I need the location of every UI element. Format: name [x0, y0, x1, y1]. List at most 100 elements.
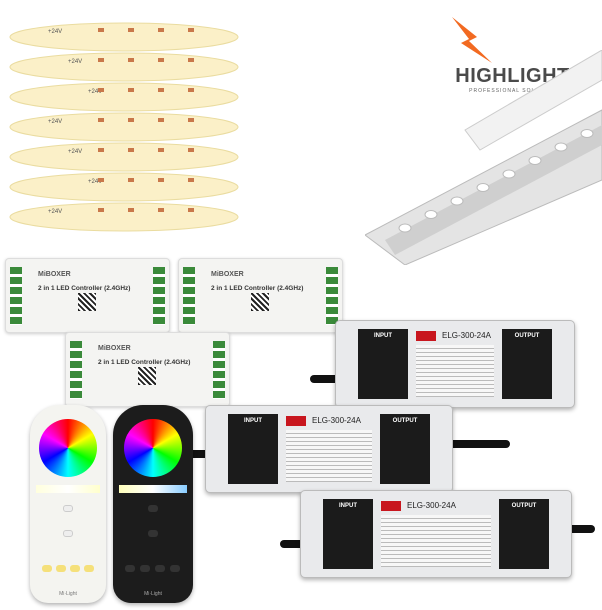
copper-pad: [158, 58, 164, 62]
copper-pad: [128, 88, 134, 92]
zone-button: [155, 565, 165, 572]
terminal-block: [183, 267, 195, 325]
qr-code-icon: [78, 293, 96, 311]
cable: [440, 440, 510, 448]
cable: [280, 540, 310, 548]
voltage-marking: +24V: [48, 119, 62, 125]
led-controller: MiBOXER 2 in 1 LED Controller (2.4GHz): [65, 332, 230, 407]
controller-brand: MiBOXER: [98, 345, 131, 352]
led-controller: MiBOXER 2 in 1 LED Controller (2.4GHz): [178, 258, 343, 333]
voltage-marking: +24V: [48, 29, 62, 35]
psu-model: ELG-300-24A: [442, 331, 491, 340]
copper-pad: [98, 208, 104, 212]
copper-pad: [98, 28, 104, 32]
controller-title: 2 in 1 LED Controller (2.4GHz): [38, 285, 131, 292]
copper-pad: [128, 178, 134, 182]
psu-spec-label: [416, 345, 494, 397]
copper-pad: [188, 208, 194, 212]
remote-button: [148, 530, 158, 537]
voltage-marking: +24V: [88, 179, 102, 185]
mounting-hole: [502, 169, 516, 179]
zone-button: [140, 565, 150, 572]
copper-pad: [128, 28, 134, 32]
zone-button: [42, 565, 52, 572]
aluminium-profile: [364, 49, 602, 266]
voltage-marking: +24V: [88, 89, 102, 95]
copper-pad: [158, 118, 164, 122]
color-wheel-icon: [124, 419, 182, 477]
copper-pad: [158, 208, 164, 212]
color-wheel-icon: [39, 419, 97, 477]
black-remote: Mi·Light: [113, 405, 193, 603]
led-strip-coil: [9, 142, 239, 172]
copper-pad: [128, 208, 134, 212]
led-strip-coil: [9, 112, 239, 142]
led-strip-coil: [9, 22, 239, 52]
remote-button: [63, 530, 73, 537]
led-strip-reel: +24V +24V +24V +24V +24V +24V +24V: [8, 15, 240, 240]
remote-brand: Mi·Light: [59, 591, 77, 597]
power-supply: INPUT ELG-300-24A OUTPUT: [205, 405, 453, 493]
led-strip-coil: [9, 52, 239, 82]
mounting-hole: [450, 196, 464, 206]
copper-pad: [158, 28, 164, 32]
psu-output-label: OUTPUT: [499, 499, 549, 569]
highlight-logo: HIGHLIGHT PROFESSIONAL SOLUTION: [425, 15, 600, 105]
logo-brand: HIGHLIGHT: [455, 65, 570, 87]
zone-button: [56, 565, 66, 572]
led-strip-coil: [9, 82, 239, 112]
psu-model: ELG-300-24A: [407, 501, 456, 510]
copper-pad: [98, 88, 104, 92]
zone-button: [84, 565, 94, 572]
zone-button: [125, 565, 135, 572]
copper-pad: [128, 118, 134, 122]
meanwell-logo: [416, 331, 436, 341]
terminal-block: [326, 267, 338, 325]
qr-code-icon: [138, 367, 156, 385]
mounting-hole: [580, 129, 594, 138]
copper-pad: [128, 148, 134, 152]
mounting-hole: [476, 183, 490, 192]
terminal-block: [213, 341, 225, 399]
meanwell-logo: [381, 501, 401, 511]
meanwell-logo: [286, 416, 306, 426]
psu-input-label: INPUT: [323, 499, 373, 569]
power-supply: INPUT ELG-300-24A OUTPUT: [335, 320, 575, 408]
terminal-block: [70, 341, 82, 399]
controller-title: 2 in 1 LED Controller (2.4GHz): [98, 359, 191, 366]
led-strip-coil: [9, 172, 239, 202]
psu-output-label: OUTPUT: [380, 414, 430, 484]
copper-pad: [188, 58, 194, 62]
copper-pad: [98, 58, 104, 62]
terminal-block: [153, 267, 165, 325]
copper-pad: [128, 58, 134, 62]
remote-button: [63, 505, 73, 512]
copper-pad: [188, 88, 194, 92]
copper-pad: [158, 178, 164, 182]
zone-button: [170, 565, 180, 572]
psu-spec-label: [381, 515, 491, 567]
zone-button: [70, 565, 80, 572]
mounting-hole: [528, 156, 542, 165]
mounting-hole: [424, 210, 438, 219]
copper-pad: [188, 28, 194, 32]
power-supply: INPUT ELG-300-24A OUTPUT: [300, 490, 572, 578]
copper-pad: [188, 148, 194, 152]
white-remote: Mi·Light: [30, 405, 106, 603]
led-controller: MiBOXER 2 in 1 LED Controller (2.4GHz): [5, 258, 170, 333]
voltage-marking: +24V: [48, 209, 62, 215]
voltage-marking: +24V: [68, 149, 82, 155]
led-strip-coil: [9, 202, 239, 232]
copper-pad: [188, 118, 194, 122]
controller-brand: MiBOXER: [211, 271, 244, 278]
copper-pad: [98, 148, 104, 152]
copper-pad: [158, 148, 164, 152]
qr-code-icon: [251, 293, 269, 311]
cable: [310, 375, 350, 383]
voltage-marking: +24V: [68, 59, 82, 65]
copper-pad: [188, 178, 194, 182]
remote-brand: Mi·Light: [144, 591, 162, 597]
psu-input-label: INPUT: [228, 414, 278, 484]
copper-pad: [98, 178, 104, 182]
cable: [555, 525, 595, 533]
